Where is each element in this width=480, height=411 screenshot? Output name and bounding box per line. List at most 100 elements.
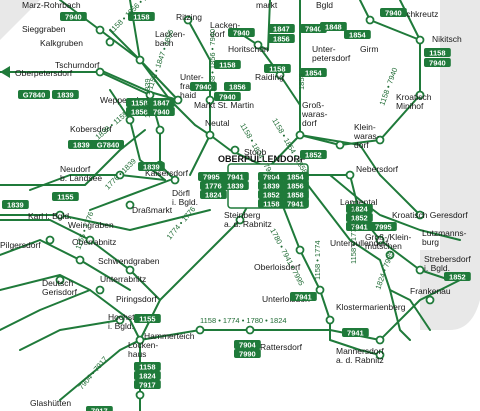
- route-badge-1155: 1155: [139, 315, 155, 324]
- route-badge-bg: [258, 199, 285, 208]
- route-badge-bg: [214, 60, 241, 69]
- label-kais: Kaisersdorf: [145, 168, 189, 178]
- route-badge-1158: 1158: [131, 99, 147, 108]
- label-marz: Marz-Rohrbach: [22, 0, 81, 10]
- label-oberp: OBERPULLENDORF: [218, 154, 306, 164]
- label-stoob: Stoob: [244, 147, 266, 157]
- label-lutz: Lutzmanns-burg: [422, 228, 467, 247]
- route-badge-bg: [18, 90, 50, 99]
- label-kalk: Kalkgruben: [40, 38, 83, 48]
- station-labels: Marz-Rohrbach Sieggraben Kalkgruben Tsch…: [0, 0, 471, 408]
- route-text-13: 7904 • 7917: [77, 355, 110, 392]
- route-badge-bg: [200, 190, 227, 199]
- route-badge-7990: 7990: [239, 350, 256, 359]
- route-badge-bg: [282, 190, 309, 199]
- route-badge-bg: [148, 107, 175, 116]
- route-badge-7940: 7940: [385, 9, 402, 18]
- route-text-22: 1158 • 1774 • 7990: [349, 201, 358, 264]
- route-badge-1824: 1824: [139, 372, 157, 381]
- label-kob: Kobersdorf: [70, 124, 112, 134]
- label-oberlo: Oberloisdorf: [254, 262, 301, 272]
- route-badge-bg: [282, 199, 309, 208]
- route-badge-1158: 1158: [269, 65, 285, 74]
- route-badge-bg: [282, 181, 309, 190]
- route-badge-bg: [148, 98, 175, 107]
- route-badge-1856: 1856: [229, 83, 246, 92]
- route-badge-bg: [424, 48, 451, 57]
- route-badge-7940: 7940: [219, 93, 236, 102]
- route-badge-7904: 7904: [239, 341, 257, 350]
- route-badge-7940: 7940: [195, 83, 212, 92]
- route-badge-bg: [222, 181, 249, 190]
- route-badge-bg: [190, 82, 217, 91]
- route-badge-1824: 1824: [205, 191, 223, 200]
- route-badge-G7840: G7840: [23, 91, 46, 100]
- route-badge-1155: 1155: [57, 193, 73, 202]
- label-ritz: Ritzing: [176, 12, 202, 22]
- route-badge-7941: 7941: [295, 293, 312, 302]
- route-badge-1839: 1839: [57, 91, 74, 100]
- route-badge-bg: [258, 190, 285, 199]
- route-badge-7940: 7940: [429, 59, 446, 68]
- route-badge-bg: [126, 98, 153, 107]
- route-badge-bg: [264, 64, 291, 73]
- route-badge-1847: 1847: [153, 99, 170, 108]
- route-badge-bg: [234, 340, 261, 349]
- route-badge-1839: 1839: [227, 182, 244, 191]
- route-badge-1158: 1158: [429, 49, 445, 58]
- route-badge-bg: [320, 22, 347, 31]
- route-badge-bg: [128, 12, 155, 21]
- route-badge-1158: 1158: [133, 13, 149, 22]
- label-grossw: Groß-waras-dorf: [301, 100, 328, 128]
- route-badge-bg: [222, 172, 249, 181]
- label-unterrab: Unterrabnitz: [100, 274, 146, 284]
- route-badge-7995: 7995: [375, 223, 392, 232]
- route-badge-1854: 1854: [287, 173, 305, 182]
- label-unterpul: Unterpullendorf: [330, 238, 389, 248]
- route-badge-bg: [92, 140, 124, 149]
- label-grossk: Groß-/Klein-mutschen: [365, 232, 411, 251]
- route-badge-7941: 7941: [227, 173, 244, 182]
- route-badge-1854: 1854: [349, 31, 367, 40]
- route-badge-bg: [126, 107, 153, 116]
- label-markt: markt: [256, 0, 278, 10]
- route-badge-bg: [380, 8, 407, 17]
- route-badge-1839: 1839: [73, 141, 90, 150]
- route-badge-1847: 1847: [273, 25, 290, 34]
- label-karl: Karl i. Bgld.: [28, 211, 71, 221]
- label-frank: Frankenau: [410, 286, 451, 296]
- label-raid: Raiding: [255, 72, 284, 82]
- route-badge-bg: [86, 406, 113, 411]
- route-text-24: 1824 • 7995: [373, 250, 395, 291]
- route-badge-7917: 7917: [139, 381, 156, 390]
- label-deutschk: Deutschkreutz: [384, 9, 438, 19]
- label-wepp: Weppersdorf: [100, 95, 149, 105]
- route-text-10: 1780 • 7941 • 7995: [268, 227, 306, 287]
- route-badge-1824: 1824: [351, 205, 369, 214]
- label-girm: Girm: [360, 44, 378, 54]
- label-piring: Piringsdorf: [116, 294, 157, 304]
- label-siegg: Sieggraben: [22, 24, 66, 34]
- route-text-16: 1858: [297, 73, 306, 90]
- route-badge-1856: 1856: [273, 35, 290, 44]
- route-badge-7917: 7917: [91, 407, 108, 411]
- route-badge-7995: 7995: [203, 173, 220, 182]
- route-badge-bg: [268, 24, 295, 33]
- route-badge-bg: [346, 222, 373, 231]
- route-badge-G7840: G7840: [97, 141, 120, 150]
- label-lockenh: Locken-haus: [128, 340, 158, 359]
- route-badge-bg: [134, 371, 161, 380]
- route-badge-7941: 7941: [351, 223, 368, 232]
- route-badge-1848: 1848: [325, 23, 342, 32]
- route-badge-1839: 1839: [7, 201, 24, 210]
- route-badge-bg: [424, 58, 451, 67]
- route-badge-bg: [290, 292, 317, 301]
- route-badge-1852: 1852: [351, 214, 368, 223]
- route-badge-1854: 1854: [305, 69, 323, 78]
